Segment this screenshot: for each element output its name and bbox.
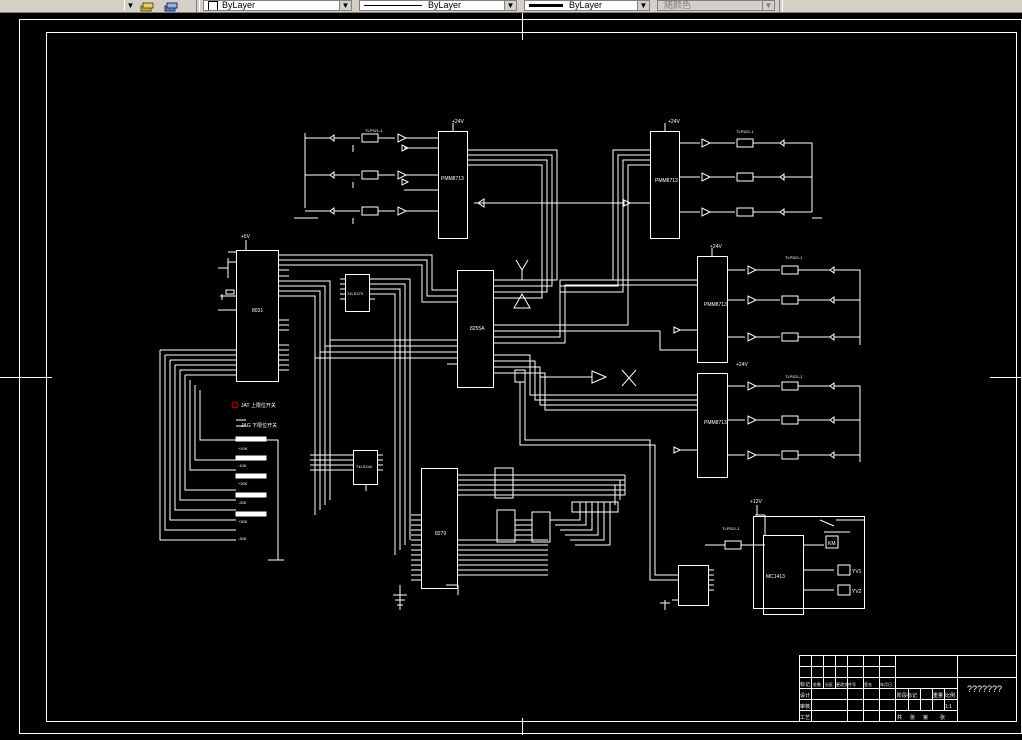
chip-label: 8031 xyxy=(252,308,263,314)
power-label: +24V xyxy=(452,119,464,125)
opto-stages-top-left xyxy=(294,133,438,224)
stepper-driver-right-lower: PMM8713 +24V TLP521-1 xyxy=(673,362,861,478)
stage-label: 阶段标记 xyxy=(897,692,917,699)
controller-8279: 8279 xyxy=(393,467,626,610)
sheet-label: 张 xyxy=(940,714,945,721)
sensor-label: JAT 上限位开关 xyxy=(241,402,276,409)
power-label: +24V xyxy=(710,244,722,250)
title-col-label: 分区 xyxy=(825,681,833,687)
stepper-driver-right-upper: PMM8713 +24V TLP521-1 xyxy=(673,244,861,363)
latch-74ls373: 74LS373 xyxy=(340,274,375,312)
lineweight-preview-icon xyxy=(529,4,563,8)
drawing-canvas[interactable]: PMM8713 +24V TLP521-1 PMM8713 +24V TLP52… xyxy=(0,12,1022,735)
sheet-label: 共 xyxy=(897,714,902,721)
linetype-combo-value: ByLayer xyxy=(428,0,462,10)
opto-stages-top-right xyxy=(474,138,822,219)
power-label: +12V xyxy=(750,499,762,505)
plotstyle-combo: 随颜色 ▼ xyxy=(657,0,775,11)
cpu-8031: 8031 +5V xyxy=(218,234,289,382)
opto-row xyxy=(304,170,438,208)
cpu-pins-right xyxy=(279,254,289,371)
stepper-driver-top-left: PMM8713 +24V TLP521-1 xyxy=(365,119,468,239)
chevron-down-icon[interactable]: ▼ xyxy=(339,1,351,10)
chip-label: 8279 xyxy=(435,531,446,537)
relay-label: YV1 xyxy=(852,569,862,575)
relay-label: YV2 xyxy=(852,589,862,595)
ppi-8255a: 8255A xyxy=(447,270,504,388)
sensor-label: JAG 下限位开关 xyxy=(241,422,277,429)
chevron-down-icon[interactable]: ▼ xyxy=(504,1,516,10)
title-row-label: 标记 xyxy=(800,681,810,688)
opto-row xyxy=(304,133,438,170)
stage-label: 比例 xyxy=(945,692,955,699)
optocoupler-label: TLP521-1 xyxy=(365,128,383,133)
chip-label: 74LS373 xyxy=(347,291,364,296)
toolbar-separator xyxy=(779,0,783,12)
lineweight-combo-value: ByLayer xyxy=(569,0,603,10)
title-row-label: 设计 xyxy=(800,692,810,699)
layer-dropdown-arrow[interactable]: ▼ xyxy=(124,0,136,11)
scale-value: 1:1 xyxy=(945,704,952,710)
chip-label: MC1413 xyxy=(766,574,785,580)
optocoupler-label: TLP521-1 xyxy=(785,374,803,379)
sensor-inputs: JAT 上限位开关 JAG 下限位开关 +10K -10K +20K -20K … xyxy=(159,349,284,561)
opto-row xyxy=(294,206,438,224)
plotstyle-combo-value: 随颜色 xyxy=(664,0,692,10)
color-combo[interactable]: ByLayer ▼ xyxy=(203,0,352,11)
reset-button-icon xyxy=(231,401,239,409)
title-row-label: 审核 xyxy=(800,703,810,710)
chevron-down-icon: ▼ xyxy=(762,1,774,10)
title-col-label: 年月日 xyxy=(880,681,892,687)
bus-wires xyxy=(289,149,697,581)
layer-states-icon[interactable] xyxy=(140,0,154,12)
chip-label: 8255A xyxy=(470,326,485,332)
color-combo-value: ByLayer xyxy=(222,0,256,10)
title-block: 标记 设计 审核 工艺 处数 分区 更改文件号 签名 年月日 阶段标记 重量 比… xyxy=(799,655,1017,722)
power-label: +24V xyxy=(668,119,680,125)
chevron-down-icon[interactable]: ▼ xyxy=(637,1,649,10)
chip-label: 74LS244 xyxy=(356,464,373,469)
cpu-pins-left xyxy=(226,349,236,376)
title-col-label: 处数 xyxy=(813,681,821,687)
chip-label: PMM8713 xyxy=(441,176,464,182)
key-label: +30K xyxy=(238,519,248,524)
optocoupler-label: TLP521-1 xyxy=(736,129,754,134)
key-label: -30K xyxy=(238,536,247,541)
power-label: +24V xyxy=(736,362,748,368)
relay-label: KM xyxy=(828,541,836,547)
axis-symbols xyxy=(513,259,637,387)
optocoupler-label: TLP521-1 xyxy=(722,526,740,531)
chip-label: PMM8713 xyxy=(655,178,678,184)
crosshair-cursor xyxy=(0,12,1022,735)
title-col-label: 签名 xyxy=(864,681,872,687)
lineweight-combo[interactable]: ByLayer ▼ xyxy=(524,0,650,11)
buffer-74ls244: 74LS244 xyxy=(310,450,383,491)
relay-circuit: TLP521-1 MC1413 +12V KM YV1 YV2 xyxy=(660,499,865,615)
title-row-label: 工艺 xyxy=(800,715,810,721)
chip-label: PMM8713 xyxy=(704,302,727,308)
keypad-keys: +10K -10K +20K -20K +30K -30K xyxy=(235,436,267,541)
key-label: +20K xyxy=(238,481,248,486)
key-label: -10K xyxy=(238,463,247,468)
layer-previous-icon[interactable] xyxy=(164,0,178,12)
sheet-label: 张 xyxy=(910,714,915,721)
linetype-combo[interactable]: ByLayer ▼ xyxy=(359,0,517,11)
properties-toolbar: ▼ ByLayer ▼ ByLayer ▼ ByLayer ▼ 随颜色 ▼ xyxy=(0,0,1022,13)
power-label: +5V xyxy=(241,234,251,240)
chip-label: PMM8713 xyxy=(704,420,727,426)
title-col-label: 更改文件号 xyxy=(836,681,856,687)
sheet-label: 第 xyxy=(923,714,928,721)
optocoupler-label: TLP521-1 xyxy=(785,255,803,260)
toolbar-separator xyxy=(196,0,200,12)
stepper-driver-top-right: PMM8713 +24V TLP521-1 xyxy=(650,119,754,239)
inner-frame xyxy=(46,32,1017,722)
linetype-preview-icon xyxy=(364,5,422,7)
key-label: -20K xyxy=(238,500,247,505)
color-swatch-icon xyxy=(208,1,218,10)
schematic-drawing: PMM8713 +24V TLP521-1 PMM8713 +24V TLP52… xyxy=(0,12,1022,735)
drawing-title: ??????? xyxy=(967,684,1002,694)
stage-label: 重量 xyxy=(933,692,943,699)
key-label: +10K xyxy=(238,446,248,451)
